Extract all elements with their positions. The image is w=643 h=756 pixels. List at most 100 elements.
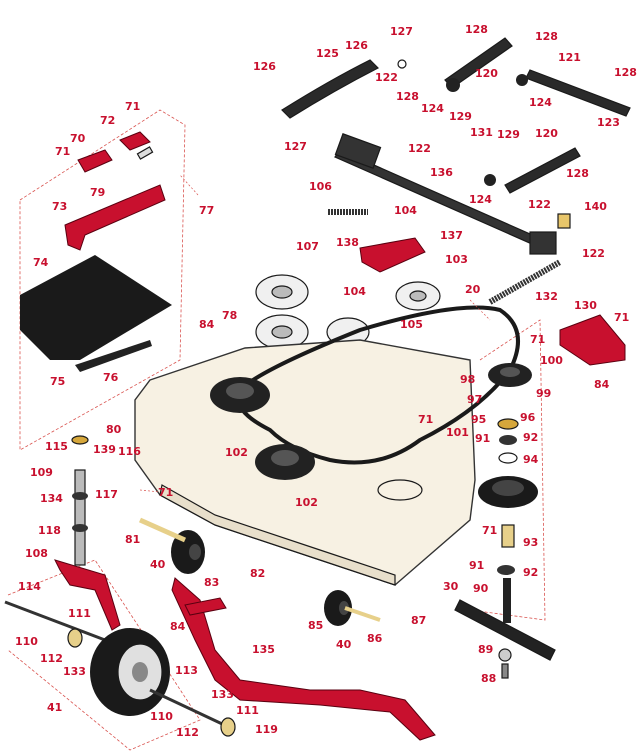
roller-40-right xyxy=(324,590,352,626)
callout-label: 76 xyxy=(103,371,119,384)
callout-label: 107 xyxy=(296,240,319,253)
callout-label: 117 xyxy=(95,488,118,501)
bracket-73 xyxy=(64,184,166,251)
callout-label: 71 xyxy=(125,100,140,113)
callout-label: 106 xyxy=(309,180,332,193)
callout-label: 40 xyxy=(150,558,166,571)
callout-label: 71 xyxy=(482,524,497,537)
callout-label: 77 xyxy=(199,204,214,217)
callout-label: 86 xyxy=(367,632,383,645)
callout-label: 102 xyxy=(225,446,248,459)
callout-label: 70 xyxy=(70,132,86,145)
arm-125 xyxy=(281,59,380,119)
group-outline-right xyxy=(469,319,546,621)
callout-label: 136 xyxy=(430,166,453,179)
bushing-111-top xyxy=(67,628,83,648)
callout-label: 84 xyxy=(594,378,610,391)
blade-bolt-88 xyxy=(501,663,509,679)
callout-label: 113 xyxy=(175,664,198,677)
callout-label: 83 xyxy=(204,576,219,589)
bushing-111-bottom xyxy=(220,717,236,737)
spindle-117 xyxy=(74,469,86,566)
callout-label: 108 xyxy=(25,547,48,560)
callout-label: 138 xyxy=(336,236,359,249)
bracket-70 xyxy=(77,149,113,173)
callout-label: 126 xyxy=(253,60,276,73)
callout-label: 80 xyxy=(106,423,122,436)
callout-label: 20 xyxy=(465,283,481,296)
bracket-130 xyxy=(559,314,626,366)
callout-label: 111 xyxy=(68,607,91,620)
deck-spindle-left xyxy=(210,377,270,413)
callout-label: 79 xyxy=(90,186,105,199)
pin-79 xyxy=(136,146,154,160)
callout-label: 133 xyxy=(211,688,234,701)
idler-arm-137 xyxy=(359,237,426,273)
bushing-124-b xyxy=(516,74,528,86)
callout-label: 84 xyxy=(199,318,215,331)
blade-30 xyxy=(454,599,556,661)
callout-label: 88 xyxy=(481,672,496,685)
leader-line xyxy=(139,489,161,493)
callout-label: 137 xyxy=(440,229,463,242)
callout-label: 112 xyxy=(40,652,63,665)
callout-label: 127 xyxy=(284,140,307,153)
callout-label: 96 xyxy=(520,411,536,424)
bracket-84-red xyxy=(184,597,227,616)
callout-label: 92 xyxy=(523,566,538,579)
callout-label: 122 xyxy=(408,142,431,155)
callout-label: 129 xyxy=(497,128,520,141)
callout-label: 98 xyxy=(460,373,475,386)
roller-40-left xyxy=(171,530,205,574)
callout-label: 84 xyxy=(170,620,186,633)
callout-label: 104 xyxy=(394,204,417,217)
spring-washer-127 xyxy=(397,59,407,69)
callout-labels: 20 30 40 40 41 70 71 71 71 71 71 71 71 7… xyxy=(15,23,637,739)
callout-label: 105 xyxy=(400,318,423,331)
callout-label: 71 xyxy=(614,311,629,324)
callout-label: 73 xyxy=(52,200,67,213)
callout-label: 85 xyxy=(308,619,323,632)
callout-label: 120 xyxy=(475,67,498,80)
callout-label: 111 xyxy=(236,704,259,717)
callout-label: 128 xyxy=(566,167,589,180)
callout-label: 71 xyxy=(158,486,173,499)
caster-fork-108 xyxy=(54,559,121,631)
callout-label: 124 xyxy=(421,102,444,115)
chute-cover-74 xyxy=(20,255,172,360)
callout-label: 128 xyxy=(396,90,419,103)
callout-label: 104 xyxy=(343,285,366,298)
arm-121 xyxy=(525,69,631,117)
callout-label: 71 xyxy=(55,145,70,158)
callout-label: 134 xyxy=(40,492,63,505)
deck-skirt xyxy=(159,484,396,586)
pulley-stack-left xyxy=(255,274,309,350)
callout-label: 93 xyxy=(523,536,538,549)
callout-label: 127 xyxy=(390,25,413,38)
axle-114 xyxy=(4,600,106,642)
callout-label: 125 xyxy=(316,47,339,60)
callout-label: 129 xyxy=(449,110,472,123)
callout-label: 110 xyxy=(15,635,38,648)
callout-label: 126 xyxy=(345,39,368,52)
bearing-118 xyxy=(72,524,88,532)
callout-label: 74 xyxy=(33,256,49,269)
callout-label: 124 xyxy=(469,193,492,206)
callout-label: 82 xyxy=(250,567,265,580)
bracket-135 xyxy=(171,577,436,741)
callout-label: 99 xyxy=(536,387,551,400)
callout-label: 122 xyxy=(582,247,605,260)
callout-label: 40 xyxy=(336,638,352,651)
callout-label: 103 xyxy=(445,253,468,266)
deck-pulley-right xyxy=(377,479,423,501)
washer-115 xyxy=(71,435,89,445)
callout-label: 30 xyxy=(443,580,459,593)
arm-120-lower xyxy=(504,147,581,194)
caster-wheel-41 xyxy=(90,628,170,716)
callout-label: 122 xyxy=(528,198,551,211)
callout-label: 95 xyxy=(471,413,486,426)
callout-label: 110 xyxy=(150,710,173,723)
callout-label: 89 xyxy=(478,643,493,656)
